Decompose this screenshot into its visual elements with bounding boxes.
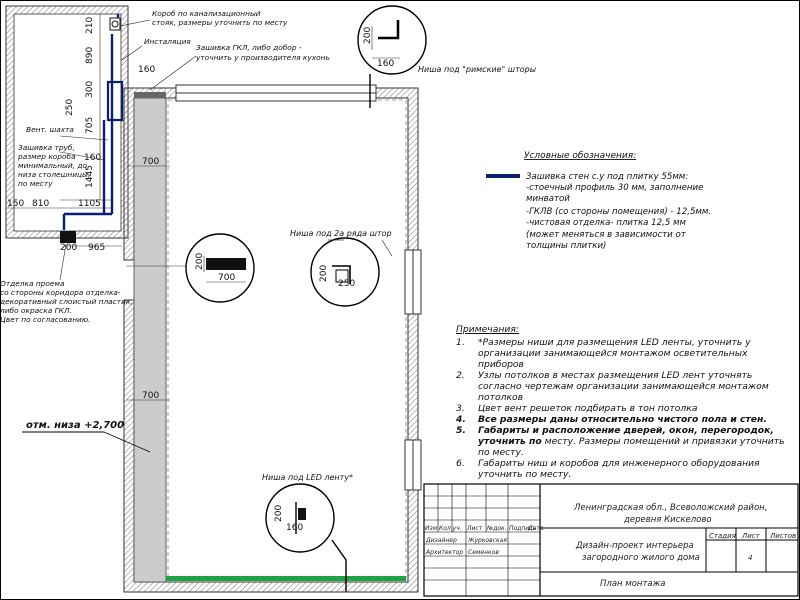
- svg-text:Архитектор: Архитектор: [425, 549, 463, 556]
- svg-text:толщины плитки): толщины плитки): [526, 241, 606, 251]
- callout-led-niche: Ниша под LED ленту*: [262, 473, 353, 482]
- dim-700a: 700: [142, 157, 159, 167]
- notes-title: Примечания:: [456, 324, 519, 335]
- svg-text:Зашивка стен с.у под плитку 55: Зашивка стен с.у под плитку 55мм:: [526, 172, 688, 182]
- dim-160b: 160: [138, 65, 155, 75]
- title-block: [423, 483, 799, 597]
- svg-text:-чистовая отделка- плитка 12,5: -чистовая отделка- плитка 12,5 мм: [526, 218, 687, 228]
- svg-text:либо окраска ГКЛ.: либо окраска ГКЛ.: [0, 306, 72, 315]
- note-item: 3. Цвет вент решеток подбирать в тон пот…: [456, 403, 698, 414]
- svg-text:Дата: Дата: [527, 525, 544, 532]
- dim-210: 210: [85, 17, 95, 34]
- dim-1105: 1105: [78, 199, 101, 209]
- svg-text:Лист: Лист: [466, 525, 483, 532]
- note-item: 4. Все размеры даны относительно чистого…: [456, 414, 767, 425]
- detail-curtain-niche: 200 250: [310, 237, 380, 307]
- detail-roman-niche: 200 160: [357, 5, 427, 108]
- tb-project-2: загородного жилого дома: [582, 553, 700, 563]
- dim-810: 810: [32, 199, 49, 209]
- note-item: 6. Габариты ниш и коробов для инженерног…: [456, 458, 760, 480]
- svg-text:200: 200: [195, 253, 205, 270]
- svg-text:размер короба: размер короба: [17, 152, 76, 161]
- small-room: [5, 5, 129, 243]
- callout-installation: Инсталяция: [144, 37, 191, 46]
- svg-text:№док.: №док.: [486, 525, 507, 532]
- tb-project-1: Дизайн-проект интерьера: [575, 541, 694, 551]
- small-room-dimensions: [8, 14, 122, 247]
- tb-location-1: Ленинградская обл., Всеволожский район,: [573, 503, 767, 513]
- svg-text:минимальный, до: минимальный, до: [18, 161, 87, 170]
- svg-text:низа столешницы,: низа столешницы,: [18, 170, 90, 179]
- svg-text:200: 200: [274, 505, 284, 522]
- svg-text:Листов: Листов: [769, 532, 796, 540]
- svg-text:Зашивка труб,: Зашивка труб,: [18, 143, 75, 152]
- note-item: 5. Габариты и расположение дверей, окон,…: [456, 425, 785, 458]
- legend-title: Условные обозначения:: [524, 151, 636, 161]
- svg-text:по месту: по месту: [18, 179, 53, 188]
- dim-965: 965: [88, 243, 105, 253]
- svg-text:Подпись: Подпись: [509, 525, 536, 532]
- svg-text:Семенков: Семенков: [468, 549, 499, 556]
- tb-sheet-num: 4: [748, 554, 752, 562]
- level-mark: отм. низа +2,700: [26, 420, 124, 431]
- svg-text:160: 160: [286, 523, 303, 533]
- svg-text:(может меняться в зависимости: (может меняться в зависимости от: [526, 230, 687, 240]
- svg-text:декоративный слоистый пластик,: декоративный слоистый пластик,: [0, 297, 133, 306]
- callout-vent: Вент. шахта: [26, 125, 74, 134]
- callout-curtain-niche: Ниша под 2а ряда штор: [290, 229, 392, 238]
- svg-text:Цвет по согласованию.: Цвет по согласованию.: [0, 315, 90, 324]
- legend: Условные обозначения:: [486, 151, 636, 178]
- svg-text:200: 200: [319, 265, 329, 282]
- callout-box-1: Короб по канализационный: [152, 9, 261, 18]
- svg-text:200: 200: [363, 27, 373, 44]
- svg-text:Журковская: Журковская: [467, 537, 507, 544]
- callout-roman-niche: Ниша под "римские" шторы: [418, 65, 536, 74]
- dim-250: 250: [65, 99, 75, 116]
- callout-gkl-1: Зашивка ГКЛ, либо добор -: [196, 43, 302, 52]
- svg-text:Стадия: Стадия: [709, 532, 736, 540]
- svg-text:со стороны коридора отделка-: со стороны коридора отделка-: [0, 288, 121, 297]
- main-room-walls: [123, 84, 422, 593]
- note-item: 2. Узлы потолков в местах размещения LED…: [456, 370, 769, 403]
- tb-location-2: деревня Кискелово: [623, 515, 712, 525]
- callout-gkl-2: уточнить у производителя кухонь: [195, 53, 330, 62]
- svg-text:Лист: Лист: [741, 532, 761, 540]
- notes-list: 1. *Размеры ниши для размещения LED лент…: [456, 337, 796, 480]
- svg-text:-стоечный профиль 30 мм, запол: -стоечный профиль 30 мм, заполнение: [526, 183, 703, 193]
- dim-700b: 700: [142, 391, 159, 401]
- svg-text:Кол.уч.: Кол.уч.: [439, 525, 462, 532]
- svg-text:160: 160: [377, 59, 394, 69]
- svg-text:Отделка проема: Отделка проема: [0, 279, 65, 288]
- dim-1445: 1445: [85, 165, 95, 188]
- svg-text:Изм.: Изм.: [425, 525, 439, 532]
- dim-200: 200: [60, 243, 77, 253]
- dim-300: 300: [85, 81, 95, 98]
- dim-705: 705: [85, 117, 95, 134]
- callout-box-2: стояк, размеры уточнить по месту: [152, 18, 288, 27]
- svg-text:Дизайнер: Дизайнер: [425, 537, 457, 544]
- svg-text:250: 250: [338, 279, 355, 289]
- dim-150: 150: [7, 199, 24, 209]
- dim-890: 890: [85, 47, 95, 64]
- svg-text:700: 700: [218, 273, 235, 283]
- svg-text:минватой: минватой: [526, 194, 570, 204]
- svg-text:-ГКЛВ (со стороны помещения) -: -ГКЛВ (со стороны помещения) - 12,5мм.: [526, 207, 711, 217]
- tb-sheet-name: План монтажа: [600, 579, 666, 589]
- detail-led-niche: 200 160: [265, 483, 347, 592]
- note-item: 1. *Размеры ниши для размещения LED лент…: [456, 337, 751, 370]
- detail-wall: 200 700: [185, 233, 255, 303]
